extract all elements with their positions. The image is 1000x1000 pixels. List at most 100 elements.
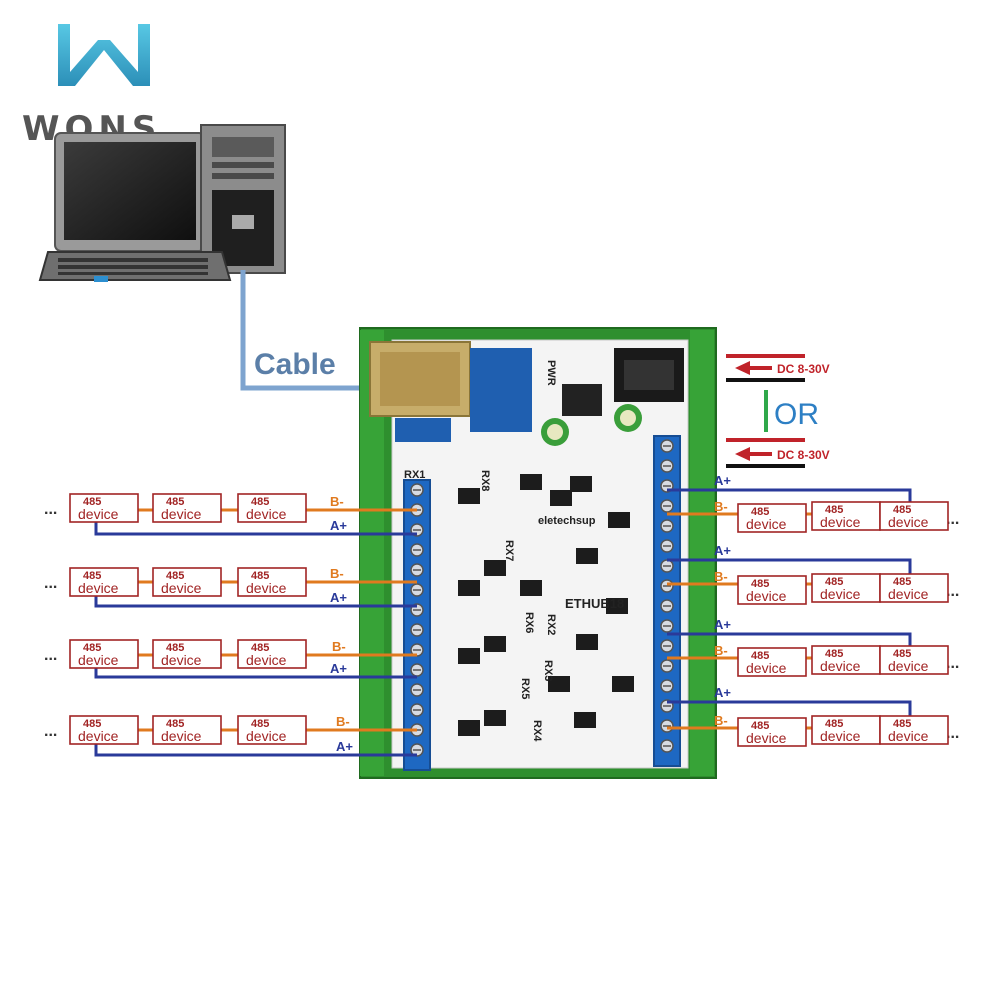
a-wire [94,596,417,608]
svg-text:RX1: RX1 [404,469,425,481]
ic-chip [520,474,542,490]
device-label-device: device [746,730,787,746]
device-box [69,493,139,523]
device-label-485: 485 [825,718,843,730]
device-label-device: device [161,506,202,522]
rx-label-3: RX3 [542,660,554,681]
b-label: B- [714,713,728,728]
board-components [541,384,642,446]
device-label-485: 485 [251,718,269,730]
ic-chip [550,490,572,506]
device-label-device: device [78,728,119,744]
ic-chip [576,548,598,564]
ic-chip [548,676,570,692]
device-box [737,647,807,677]
ic-chip [612,676,634,692]
ic-chip [458,648,480,664]
device-label-485: 485 [825,648,843,660]
device-box [237,639,307,669]
device-label-device: device [820,658,861,674]
ic-chip [484,636,506,652]
continuation-dots: ... [946,583,959,600]
ic-chip [458,720,480,736]
rx-label-2: RX2 [545,614,557,635]
brand-logo: WONS [22,24,156,149]
device-label-device: device [161,580,202,596]
device-label-device: device [246,506,287,522]
device-label-485: 485 [166,642,184,654]
ic-chip [520,580,542,596]
device-label-device: device [246,580,287,596]
device-label-device: device [820,514,861,530]
device-box [69,715,139,745]
svg-text:RX2: RX2 [545,614,557,635]
device-label-device: device [888,658,929,674]
device-box [737,575,807,605]
b-label: B- [714,569,728,584]
device-box [879,715,949,745]
or-label: OR [774,398,819,431]
continuation-dots: ... [946,725,959,742]
device-label-device: device [820,586,861,602]
continuation-dots: ... [44,647,57,664]
ic-chip [458,488,480,504]
pcb-chips [458,474,634,736]
a-label: A+ [330,661,347,676]
ic-chip [574,712,596,728]
device-label-device: device [161,728,202,744]
device-label-485: 485 [751,720,769,732]
device-box [811,645,881,675]
rx-label-6: RX6 [523,612,535,633]
device-box [811,501,881,531]
ic-chip [606,598,628,614]
a-wire [667,488,912,502]
device-label-485: 485 [893,576,911,588]
device-box [152,493,222,523]
a-wire [667,632,912,646]
device-label-485: 485 [893,648,911,660]
ic-chip [608,512,630,528]
device-label-device: device [746,660,787,676]
a-label: A+ [714,473,731,488]
computer-icon [38,124,286,282]
device-label-485: 485 [251,570,269,582]
a-label: A+ [330,590,347,605]
continuation-dots: ... [946,511,959,528]
a-wire [94,668,417,679]
device-box [152,567,222,597]
ethernet-cable: Cable [240,270,370,391]
ic-chip [458,580,480,596]
rx-label-5: RX5 [519,678,531,699]
a-label: A+ [330,518,347,533]
device-label-485: 485 [83,718,101,730]
rx-label-8: RX8 [479,470,491,491]
b-label: B- [330,566,344,581]
a-wire [94,522,417,536]
b-label: B- [330,494,344,509]
device-box [737,503,807,533]
device-box [879,573,949,603]
svg-text:RX5: RX5 [519,678,531,699]
device-label-device: device [888,728,929,744]
terminal-block-right [653,435,681,767]
device-box [811,573,881,603]
continuation-dots: ... [44,501,57,518]
svg-text:RX8: RX8 [479,470,491,491]
arrow-left-icon [735,447,750,461]
